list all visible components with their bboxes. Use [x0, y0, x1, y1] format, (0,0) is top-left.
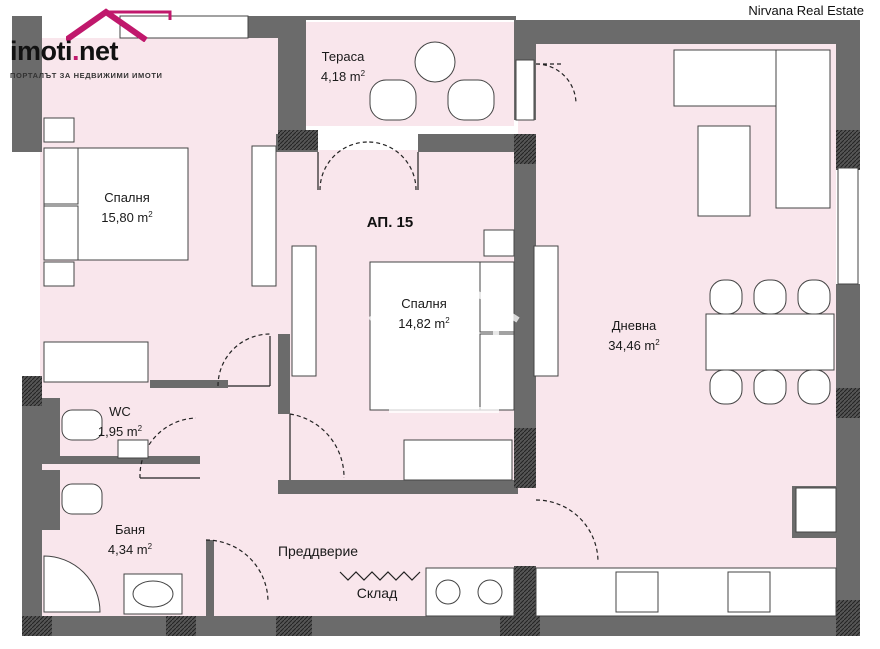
room-label-terrace: Тераса 4,18 m2 — [320, 49, 366, 84]
apartment-number: АП. 15 — [366, 214, 414, 231]
door-swings — [139, 63, 599, 603]
logo-roof-icon — [66, 8, 172, 42]
storage-zigzag — [339, 571, 421, 581]
imoti-logo: imoti.net ПОРТАЛЪТ ЗА НЕДВИЖИМИ ИМОТИ — [10, 8, 180, 86]
room-label-bedroom-1: Спалня 15,80 m2 — [101, 190, 153, 225]
room-label-hall: Преддверие — [277, 543, 359, 559]
terrace-door — [317, 141, 419, 191]
watermark-house-icon — [368, 268, 520, 413]
room-label-wc: WC 1,95 m2 — [97, 404, 143, 439]
furniture — [43, 41, 837, 617]
room-label-living: Дневна 34,46 m2 — [608, 318, 660, 353]
wall-hatching — [22, 130, 860, 636]
room-label-bath: Баня 4,34 m2 — [107, 522, 153, 557]
logo-tagline: ПОРТАЛЪТ ЗА НЕДВИЖИМИ ИМОТИ — [10, 71, 163, 80]
room-label-storage: Склад — [356, 585, 398, 601]
logo-text: imoti.net — [10, 36, 119, 66]
brand-name: Nirvana Real Estate — [748, 3, 864, 18]
windows — [119, 15, 859, 285]
room-label-bedroom-2: Спалня 14,82 m2 — [398, 296, 450, 331]
